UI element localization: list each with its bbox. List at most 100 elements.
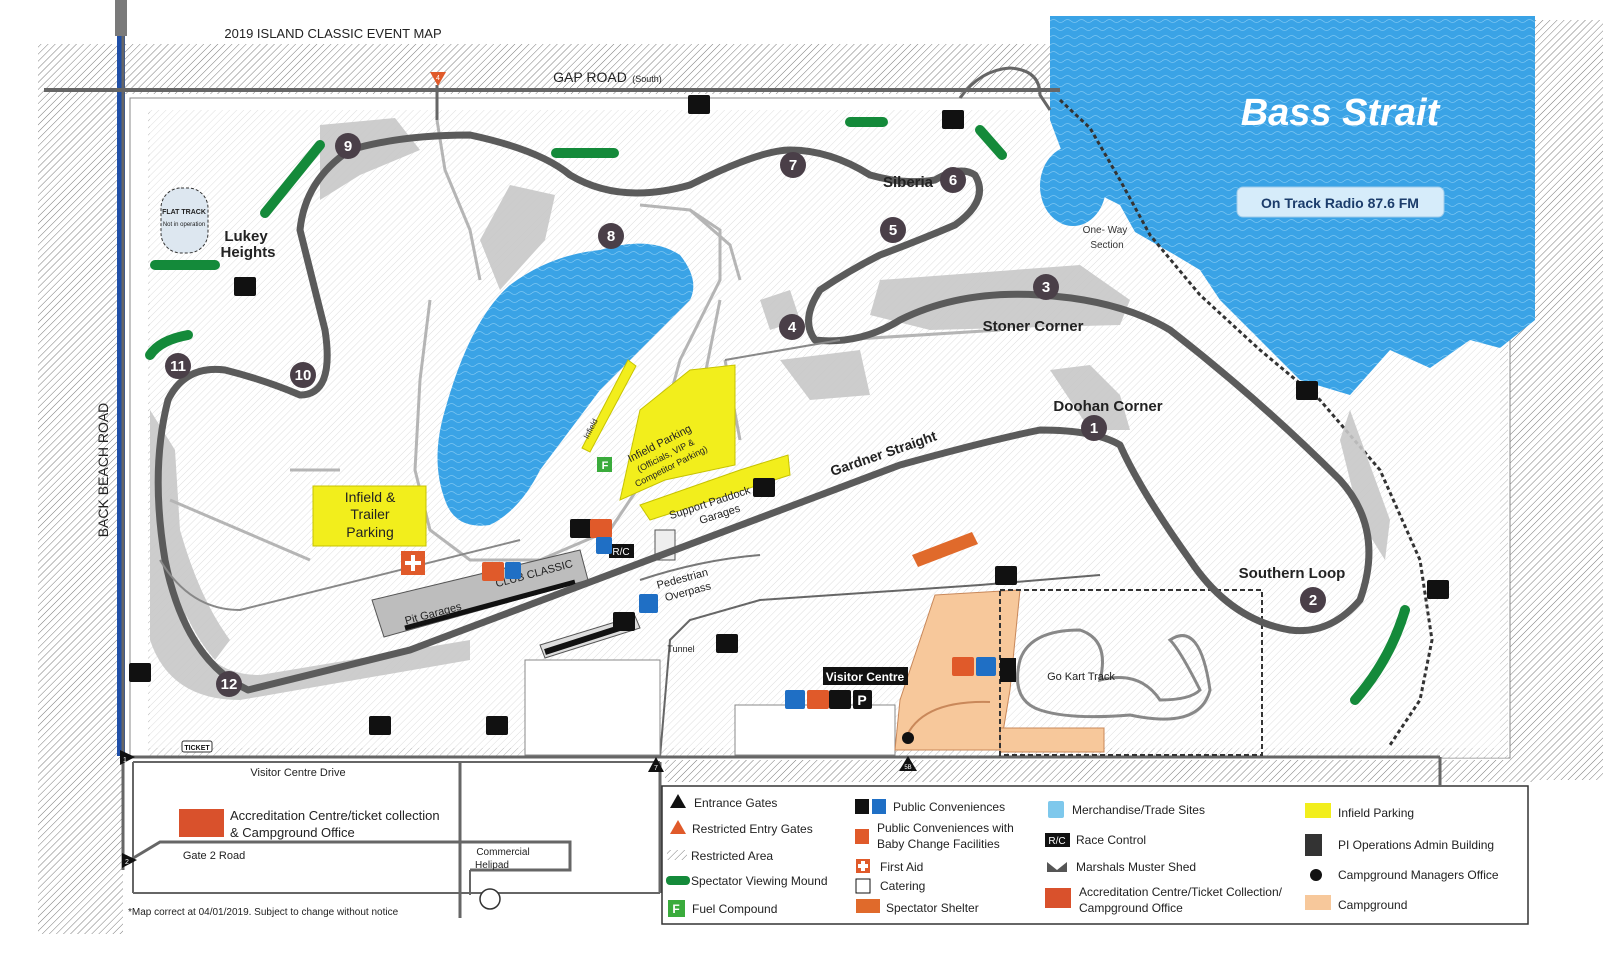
svg-text:Catering: Catering	[880, 879, 925, 893]
svg-text:P: P	[857, 692, 866, 708]
helipad-label-2: Helipad	[475, 860, 509, 871]
svg-text:Public Conveniences: Public Conveniences	[893, 800, 1005, 814]
legend-baby-change-icon	[855, 829, 869, 844]
svg-text:12: 12	[221, 676, 238, 693]
legend-fuel-icon	[668, 900, 685, 917]
svg-text:Marshals Muster Shed: Marshals Muster Shed	[1076, 860, 1196, 874]
campground-office-icon	[902, 732, 914, 744]
toilet-icons	[129, 95, 1449, 735]
svg-text:F: F	[672, 902, 679, 916]
lukey-heights-label: Lukey	[224, 228, 268, 245]
svg-text:3: 3	[1042, 279, 1050, 296]
svg-text:7: 7	[789, 157, 797, 174]
svg-text:8: 8	[607, 228, 615, 245]
legend-catering-icon	[855, 878, 871, 894]
legend-toilet-icon	[855, 799, 869, 814]
one-way-label: One- Way	[1083, 225, 1128, 236]
svg-text:Infield Parking: Infield Parking	[1338, 806, 1414, 820]
svg-text:5B: 5B	[904, 765, 911, 771]
infield-trailer-label-2: Trailer	[350, 506, 389, 522]
svg-text:Campground Office: Campground Office	[1079, 901, 1183, 915]
turn-9-marker: 9	[335, 133, 361, 159]
go-kart-label: Go Kart Track	[1047, 671, 1115, 683]
map-title: 2019 ISLAND CLASSIC EVENT MAP	[224, 26, 441, 41]
infield-lake	[437, 243, 694, 526]
svg-text:9: 9	[344, 138, 352, 155]
turn-5-marker: 5	[880, 217, 906, 243]
back-beach-road-label: BACK BEACH ROAD	[95, 403, 111, 538]
race-track	[154, 131, 1373, 694]
parking-areas	[312, 359, 791, 547]
ticket-booth-icon	[181, 740, 213, 753]
turn-2-marker: 2	[1300, 587, 1326, 613]
legend-accreditation-icon	[1045, 888, 1071, 908]
svg-text:Restricted Area: Restricted Area	[691, 849, 773, 863]
road-network	[44, 0, 1442, 918]
gate2-road-label: Gate 2 Road	[183, 850, 245, 862]
turn-11-marker: 11	[165, 353, 191, 379]
infield-trailer-label: Infield &	[345, 489, 396, 505]
svg-text:TICKET: TICKET	[184, 745, 210, 752]
accreditation-centre	[179, 809, 224, 837]
svg-text:4: 4	[436, 75, 440, 82]
entrance-gates: 4 1 2 7 5B	[120, 72, 917, 868]
svg-text:Entrance Gates: Entrance Gates	[694, 796, 777, 810]
legend-mound-icon	[666, 876, 690, 885]
turn-6-marker: 6	[940, 167, 966, 193]
svg-text:Accreditation Centre/Ticket Co: Accreditation Centre/Ticket Collection/	[1079, 885, 1283, 899]
svg-text:F: F	[602, 460, 609, 472]
turn-markers: 1 2 3 4 5 6 7 8 9 10 11 12	[165, 133, 1326, 697]
svg-text:Merchandise/Trade Sites: Merchandise/Trade Sites	[1072, 803, 1205, 817]
svg-text:Fuel Compound: Fuel Compound	[692, 902, 777, 916]
accreditation-line2: & Campground Office	[230, 825, 355, 840]
pit-lane	[159, 339, 841, 612]
legend-campground-icon	[1305, 895, 1331, 910]
svg-text:Race Control: Race Control	[1076, 833, 1146, 847]
legend-admin-building-icon	[1305, 834, 1322, 856]
svg-text:2: 2	[125, 859, 129, 866]
radio-badge	[1236, 186, 1445, 218]
visitor-centre-sign	[823, 667, 908, 685]
svg-text:PI Operations Admin Building: PI Operations Admin Building	[1338, 838, 1494, 852]
helipad-label: Commercial	[476, 847, 529, 858]
baby-change-icons	[482, 519, 974, 709]
visitor-centre-label: Visitor Centre	[826, 670, 905, 684]
svg-text:4: 4	[788, 319, 797, 336]
lukey-heights-label-2: Heights	[220, 244, 275, 261]
radio-label: On Track Radio 87.6 FM	[1261, 195, 1419, 211]
infield-trailer-label-3: Parking	[346, 524, 393, 540]
svg-text:6: 6	[949, 172, 957, 189]
turn-4-marker: 4	[779, 314, 805, 340]
svg-text:Campground: Campground	[1338, 898, 1407, 912]
legend-race-control-icon	[1045, 833, 1070, 847]
flat-track: FLAT TRACK Not in operation	[160, 187, 209, 254]
turn-12-marker: 12	[216, 671, 242, 697]
fuel-compound-icon	[597, 457, 612, 472]
bass-strait-label: Bass Strait	[1241, 92, 1441, 134]
legend-infield-parking-icon	[1305, 803, 1331, 818]
visitor-centre-drive-label: Visitor Centre Drive	[250, 767, 345, 779]
gap-road-label: GAP ROAD	[553, 69, 627, 85]
spectator-mounds	[145, 117, 1410, 705]
svg-text:1: 1	[1090, 420, 1098, 437]
svg-text:7: 7	[654, 765, 658, 772]
svg-text:10: 10	[295, 367, 312, 384]
legend-restricted-area-icon	[667, 850, 687, 860]
helipad-icon	[479, 888, 501, 910]
disclaimer: *Map correct at 04/01/2019. Subject to c…	[128, 907, 399, 918]
svg-text:11: 11	[170, 358, 186, 375]
doohan-corner-label: Doohan Corner	[1053, 398, 1162, 415]
svg-text:First Aid: First Aid	[880, 860, 923, 874]
turn-10-marker: 10	[290, 362, 316, 388]
turn-3-marker: 3	[1033, 274, 1059, 300]
parking-icon	[853, 690, 872, 709]
legend-marshals-icon	[1047, 862, 1067, 872]
tunnel-label: Tunnel	[667, 644, 694, 654]
svg-text:Campground Managers Office: Campground Managers Office	[1338, 868, 1499, 882]
legend: Entrance Gates Restricted Entry Gates Re…	[661, 785, 1529, 925]
race-control-icon	[609, 544, 634, 558]
turn-7-marker: 7	[780, 152, 806, 178]
legend-merch-icon	[1048, 801, 1064, 818]
pond	[1040, 146, 1106, 226]
